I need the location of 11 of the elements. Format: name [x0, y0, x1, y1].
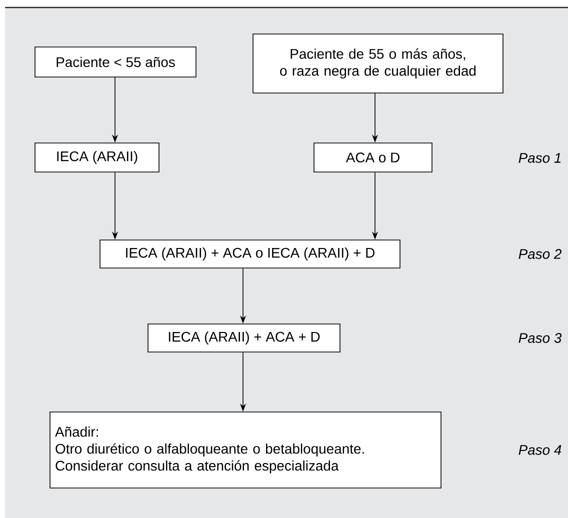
- flow-box: ACA o D: [314, 142, 432, 172]
- flow-box: IECA (ARAII) + ACA o IECA (ARAII) + D: [100, 240, 400, 268]
- flow-box: IECA (ARAII): [34, 142, 160, 172]
- flow-box: IECA (ARAII) + ACA + D: [148, 324, 340, 352]
- step-label: Paso 1: [518, 153, 561, 163]
- flow-box: Paciente de 55 o más años, o raza negra de cualquier edad: [252, 34, 504, 94]
- step-label: Paso 2: [518, 249, 562, 259]
- step-label: Paso 4: [518, 445, 562, 455]
- flow-box: Paciente < 55 años: [34, 46, 196, 78]
- flow-box: Añadir: Otro diurético o alfabloqueante o betabloqueante. Considerar consulta a atención especializada: [50, 412, 442, 488]
- step-label: Paso 3: [518, 333, 562, 343]
